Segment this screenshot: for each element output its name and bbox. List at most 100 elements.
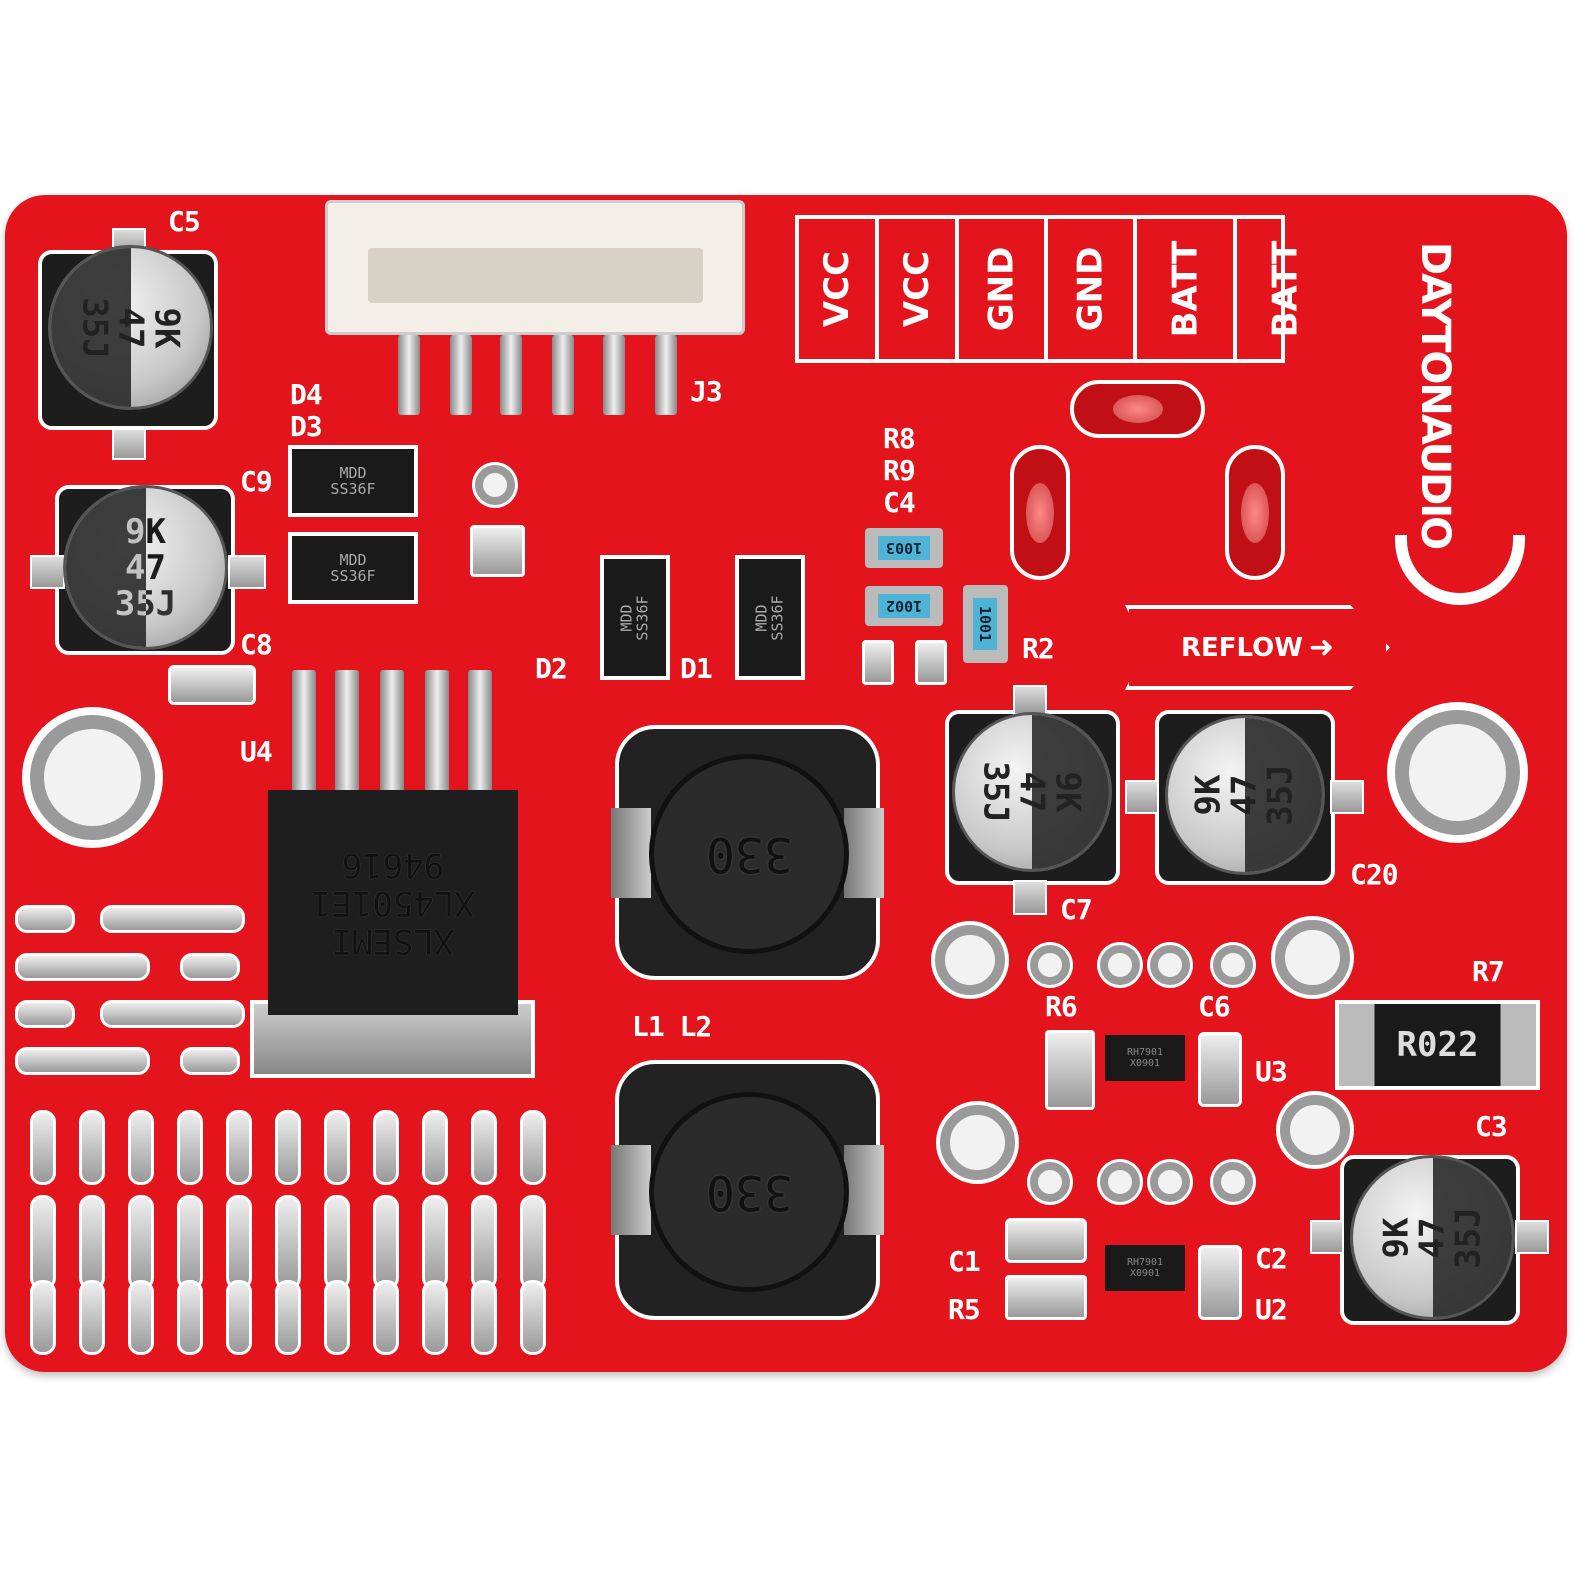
silk-d3: D3 <box>290 410 323 443</box>
pcb-feature <box>500 335 522 415</box>
thermal-pad <box>275 1280 301 1355</box>
silk-u4: U4 <box>240 735 273 768</box>
pcb-feature <box>228 555 266 589</box>
terminal-label-box: VCC VCC GND GND BATT BATT <box>795 215 1306 363</box>
pcb-feature <box>380 670 404 795</box>
thermal-pad <box>30 1195 56 1290</box>
label-batt-1: BATT <box>1165 240 1206 338</box>
inductor-l2: 330 <box>611 1060 884 1320</box>
diode-d1: MDD SS36F <box>735 555 805 680</box>
label-batt-2: BATT <box>1265 240 1306 338</box>
thermal-pad <box>79 1195 105 1290</box>
label-vcc-2: VCC <box>897 250 938 328</box>
pcb-feature <box>468 670 492 795</box>
pcb-feature <box>1330 780 1364 814</box>
thermal-pad <box>275 1110 301 1185</box>
ic-u4: XLSEMI XL4501E1 94616 <box>268 790 518 1015</box>
connector-j3 <box>325 200 745 335</box>
pcb-feature <box>15 953 150 981</box>
thermal-pad <box>275 1195 301 1290</box>
silk-r6: R6 <box>1045 990 1078 1023</box>
mounting-hole-left <box>30 715 155 840</box>
thermal-pad <box>520 1195 546 1290</box>
inductor-l1: 330 <box>611 725 884 980</box>
pcb-feature <box>15 905 75 933</box>
thermal-pad <box>128 1110 154 1185</box>
pcb-feature <box>1213 1162 1253 1202</box>
silk-d1: D1 <box>680 652 713 685</box>
pcb-feature <box>940 1105 1015 1180</box>
silk-c7: C7 <box>1060 893 1093 926</box>
pcb-feature <box>425 670 449 795</box>
thermal-pad <box>128 1280 154 1355</box>
resistor-r7: R022 <box>1335 1000 1540 1090</box>
resistor-r2: 1001 <box>963 585 1008 663</box>
capacitor-c20: 9K 47 35J <box>1165 715 1325 875</box>
pcb-feature <box>1310 1220 1344 1254</box>
pcb-feature <box>655 335 677 415</box>
silk-c1: C1 <box>948 1245 981 1278</box>
thermal-pad <box>79 1280 105 1355</box>
capacitor-c5: 9K 47 35J <box>48 245 213 410</box>
led-left <box>1010 445 1070 580</box>
thermal-pad <box>324 1280 350 1355</box>
pcb-feature <box>15 1000 75 1028</box>
thermal-pad <box>177 1280 203 1355</box>
pcb-feature <box>1125 780 1159 814</box>
led-right <box>1225 445 1285 580</box>
pcb-feature <box>1030 945 1070 985</box>
pcb-feature <box>1100 945 1140 985</box>
pcb-feature <box>30 555 65 589</box>
silk-d2: D2 <box>535 652 568 685</box>
capacitor-c7: 9K 47 35J <box>952 712 1112 872</box>
silk-c5: C5 <box>168 205 201 238</box>
pcb-feature <box>1150 1162 1190 1202</box>
pcb-feature <box>470 525 525 577</box>
pcb-feature <box>1198 1245 1242 1320</box>
diode-d4: MDD SS36F <box>288 445 418 517</box>
thermal-pad <box>373 1280 399 1355</box>
pcb-feature <box>1213 945 1253 985</box>
pcb-feature <box>450 335 472 415</box>
thermal-pad <box>177 1110 203 1185</box>
brand-logo: DAYTONAUDIO <box>1412 241 1459 549</box>
thermal-pad-grid <box>30 1110 560 1360</box>
pcb-feature <box>100 1000 245 1028</box>
thermal-pad-array <box>15 895 555 1355</box>
silk-r2: R2 <box>1022 632 1055 665</box>
label-gnd-2: GND <box>1070 246 1111 332</box>
silk-u3: U3 <box>1255 1055 1288 1088</box>
pcb-feature <box>1005 1275 1087 1320</box>
pcb-feature <box>1045 1030 1095 1110</box>
pcb-feature <box>1280 1095 1350 1165</box>
thermal-pad <box>422 1110 448 1185</box>
silk-c2: C2 <box>1255 1242 1288 1275</box>
pcb-feature <box>862 640 894 685</box>
silk-c3: C3 <box>1475 1110 1508 1143</box>
thermal-pad <box>324 1110 350 1185</box>
pcb-feature <box>112 428 146 460</box>
thermal-pad <box>373 1195 399 1290</box>
pcb-feature <box>1275 920 1350 995</box>
silk-j3: J3 <box>690 375 723 408</box>
silk-c6: C6 <box>1198 990 1231 1023</box>
thermal-pad <box>226 1195 252 1290</box>
silk-r5: R5 <box>948 1293 981 1326</box>
pcb-feature <box>15 1047 150 1075</box>
capacitor-c9: 9K 47 35J <box>63 485 228 650</box>
thermal-pad <box>373 1110 399 1185</box>
reflow-arrow: REFLOW➜ <box>1125 605 1390 690</box>
regulator-u2: RH7901 X0901 <box>1105 1245 1185 1291</box>
thermal-pad <box>226 1280 252 1355</box>
thermal-pad <box>520 1110 546 1185</box>
pcb-feature <box>603 335 625 415</box>
pcb-feature <box>180 953 240 981</box>
pcb-feature <box>475 465 515 505</box>
regulator-u3: RH7901 X0901 <box>1105 1035 1185 1081</box>
pcb-feature <box>180 1047 240 1075</box>
thermal-pad <box>30 1110 56 1185</box>
thermal-pad <box>471 1110 497 1185</box>
silk-c4: C4 <box>883 486 916 519</box>
pcb-feature <box>1005 1218 1087 1263</box>
thermal-pad <box>79 1110 105 1185</box>
